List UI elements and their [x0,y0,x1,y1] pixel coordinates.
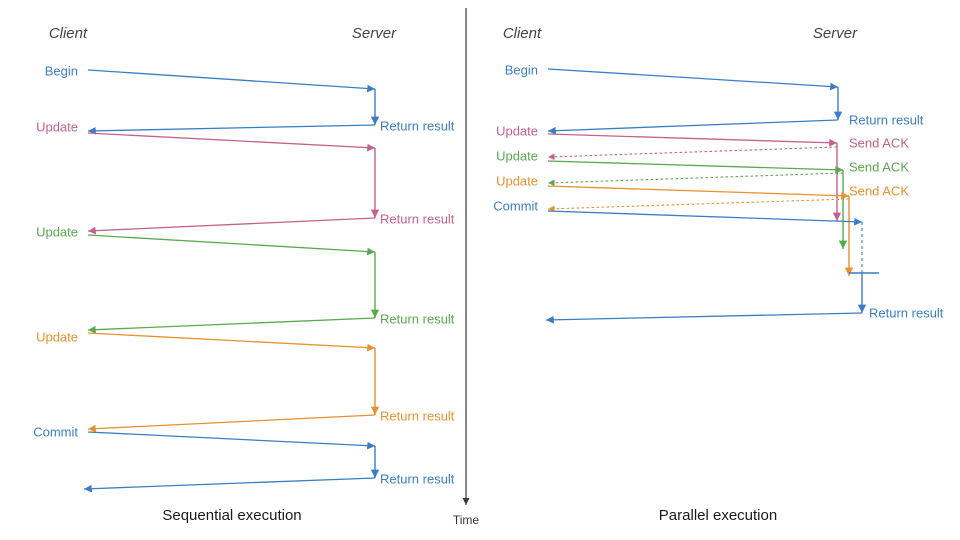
message-arrow-to-server [547,68,839,91]
message-arrow-to-client [547,119,839,135]
message-arrow-to-server [547,185,850,200]
actor-label-server: Server [813,25,858,42]
message-arrow-to-client [547,198,850,213]
message-label: Begin [505,62,538,77]
message-label: Send ACK [849,183,909,198]
message-arrow-to-server [547,210,863,226]
message-label: Begin [45,63,78,78]
panel-caption-sequential: Sequential execution [162,507,301,524]
message-arrow-to-client [87,217,376,235]
message-label: Update [36,119,78,134]
message-arrow-to-client [87,124,376,135]
message-arrow-to-server [87,132,376,152]
message-label: Update [36,224,78,239]
message-arrow-to-client [83,477,376,493]
message-label: Return result [380,408,455,423]
message-label: Update [36,329,78,344]
message-arrow-to-client [545,312,863,324]
message-label: Send ACK [849,159,909,174]
message-arrow-to-server [87,431,376,450]
message-arrow-to-client [87,414,376,433]
message-label: Return result [380,118,455,133]
time-axis-group: Time [453,8,480,527]
message-label: Commit [493,198,538,213]
message-label: Return result [380,311,455,326]
panel-caption-parallel: Parallel execution [659,507,777,524]
message-arrow-to-server [547,160,844,174]
message-label: Return result [849,112,924,127]
message-label: Update [496,123,538,138]
message-arrow-to-server [87,234,376,256]
message-label: Return result [869,305,944,320]
message-label: Return result [380,211,455,226]
message-arrow-to-client [547,172,844,187]
message-label: Update [496,148,538,163]
actor-label-client: Client [503,25,542,42]
message-label: Return result [380,471,455,486]
message-label: Send ACK [849,135,909,150]
time-axis-label: Time [453,513,480,527]
actor-label-client: Client [49,25,88,42]
message-label: Update [496,173,538,188]
message-arrow-to-client [87,317,376,334]
message-arrow-to-server [87,69,376,93]
message-arrow-to-server [87,332,376,352]
message-arrow-to-client [547,146,838,161]
message-label: Commit [33,424,78,439]
message-arrow-to-server [547,133,838,147]
actor-label-server: Server [352,25,397,42]
